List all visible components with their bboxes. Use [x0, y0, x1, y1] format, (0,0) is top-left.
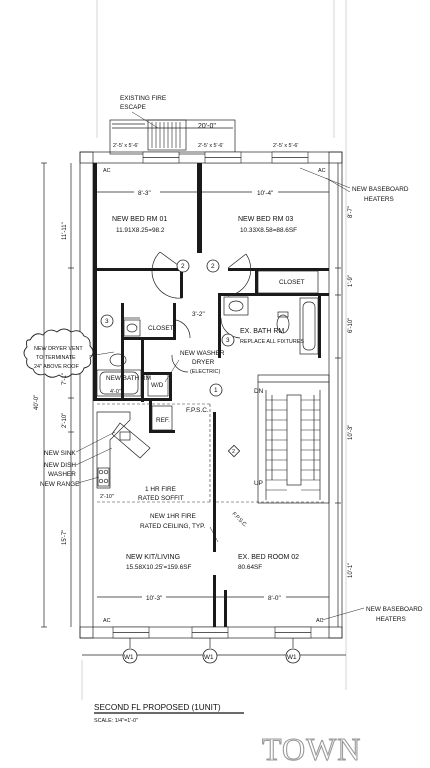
bed03-area: 10.33X8.58=88.6SF: [240, 227, 297, 234]
right-dimensions: [335, 163, 341, 627]
closet-rm03: [257, 270, 319, 294]
new-bath-label: NEW BATH RM: [106, 375, 151, 382]
kitchen-dimension: 2'-10": [100, 494, 114, 500]
soffit-lines: [97, 403, 326, 503]
washer-dryer-box: [147, 373, 169, 397]
fpsc-stair-label: F.P.S.C.: [231, 511, 249, 529]
w1-marker-1: W1: [124, 654, 134, 661]
baseboard-top-label-2: HEATERS: [364, 196, 394, 203]
ref-label: REF.: [156, 417, 170, 424]
window-label-3: 2'-5' x 5'-6': [273, 143, 298, 149]
kitchen-area: 15.58X10.25'=159.6SF: [126, 564, 191, 571]
bed01-width: 8'-3": [138, 190, 151, 197]
washer-label-3: (ELECTRIC): [190, 369, 220, 375]
tag-2a: 2: [181, 263, 185, 270]
kitchen-name: NEW KIT/LIVING: [126, 554, 180, 561]
plan-scale: SCALE: 1/4"=1'-0": [94, 718, 138, 724]
soffit-label-1: 1 HR FIRE: [145, 486, 176, 493]
bed02-width: 8'-0": [268, 595, 281, 602]
tag-3b: 3: [226, 337, 230, 344]
bed03-width: 10'-4": [257, 190, 273, 197]
interior-walls: [93, 163, 329, 627]
tag-1: 1: [214, 387, 218, 394]
svg-text:AC: AC: [103, 618, 111, 624]
baseboard-top-label-1: NEW BASEBOARD: [352, 186, 409, 193]
tag-markers: [100, 259, 241, 458]
new-range-label: NEW RANGE: [40, 481, 79, 488]
closet-label-2: CLOSET: [148, 325, 174, 332]
left-dimensions: [41, 162, 74, 628]
bed02-area: 80.64SF: [238, 564, 262, 571]
ex-bath-label: EX. BATH RM: [240, 328, 284, 335]
svg-text:AC: AC: [318, 168, 326, 174]
ac-markers: AC AC AC AC: [103, 168, 326, 624]
new-sink-label: NEW SINK: [44, 450, 76, 457]
window-markers: [82, 638, 346, 664]
baseboard-bot-label-1: NEW BASEBOARD: [366, 606, 423, 613]
dryer-vent-label-2: TO TERMINATE: [36, 355, 76, 361]
dishwasher-label-1: NEW DISH: [44, 462, 76, 469]
kitchen-fixtures: [96, 405, 173, 489]
washer-label-1: NEW WASHER: [180, 350, 225, 357]
svg-text:AC: AC: [316, 618, 324, 624]
exterior-walls: [79, 151, 343, 639]
fire-escape-label-1: EXISTING FIRE: [120, 95, 166, 102]
bath-dimension: 4'-0": [110, 389, 121, 395]
dim-right-2: 1'-9": [348, 275, 354, 287]
bed01-name: NEW BED RM 01: [112, 216, 167, 223]
w1-marker-3: W1: [287, 654, 297, 661]
dim-right-4: 10'-3": [348, 425, 354, 440]
bed01-area: 11.91X8.25=98.2: [116, 227, 165, 234]
dryer-vent-label-1: NEW DRYER VENT: [34, 346, 83, 352]
stair-down-label: DN: [254, 388, 264, 395]
ex-bath-fixtures: [223, 296, 319, 355]
wd-label: W/D: [151, 382, 164, 389]
overall-depth: 40'-0": [34, 395, 40, 410]
washer-label-2: DRYER: [192, 359, 215, 366]
dim-right-1: 8'-7": [348, 206, 354, 218]
dryer-vent-label-3: 24" ABOVE ROOF: [34, 364, 79, 370]
revision-cloud: [23, 328, 94, 378]
ceiling-label-2: RATED CEILING, TYP.: [140, 523, 206, 530]
window-label-2: 2'-5' x 5'-6': [198, 143, 223, 149]
kitchen-width: 10'-3": [146, 595, 162, 602]
fire-escape-label-2: ESCAPE: [120, 104, 146, 111]
stair: [257, 374, 330, 504]
tag-2c: 2: [232, 449, 235, 455]
watermark-logo: TOWN: [262, 731, 361, 767]
top-width-dimension: 20'-0": [198, 123, 216, 130]
bed02-name: EX. BED ROOM 02: [238, 554, 299, 561]
dim-left-mid: 7'-1": [62, 373, 68, 385]
tag-2b: 2: [211, 263, 215, 270]
dishwasher-label-2: WASHER: [48, 471, 76, 478]
closet-label: CLOSET: [279, 279, 305, 286]
dim-right-3: 6'-10": [348, 318, 354, 333]
tag-3a: 3: [105, 318, 109, 325]
bed03-name: NEW BED RM 03: [238, 216, 293, 223]
door-swings: [124, 251, 252, 373]
new-bath-fixtures: [96, 319, 142, 397]
w1-marker-2: W1: [204, 654, 214, 661]
dim-left-2: 2'-10": [62, 413, 68, 428]
ex-bath-note: REPLACE ALL FIXTURES: [240, 339, 304, 345]
fpsc-label: F.P.S.C.: [186, 407, 209, 414]
plan-title: SECOND FL PROPOSED (1UNIT): [94, 703, 221, 712]
dim-left-3: 15'-7": [62, 530, 68, 545]
soffit-label-2: RATED SOFFIT: [138, 495, 184, 502]
stair-up-label: UP: [254, 480, 263, 487]
dim-left-top: 11'-11": [62, 222, 68, 240]
ceiling-label-1: NEW 1HR FIRE: [150, 513, 196, 520]
window-label-1: 2'-5' x 5'-6': [113, 143, 138, 149]
baseboard-bot-label-2: HEATERS: [376, 616, 406, 623]
dim-right-5: 10'-1": [348, 563, 354, 578]
svg-text:AC: AC: [103, 168, 111, 174]
door-dimension: 3'-2": [192, 311, 205, 318]
